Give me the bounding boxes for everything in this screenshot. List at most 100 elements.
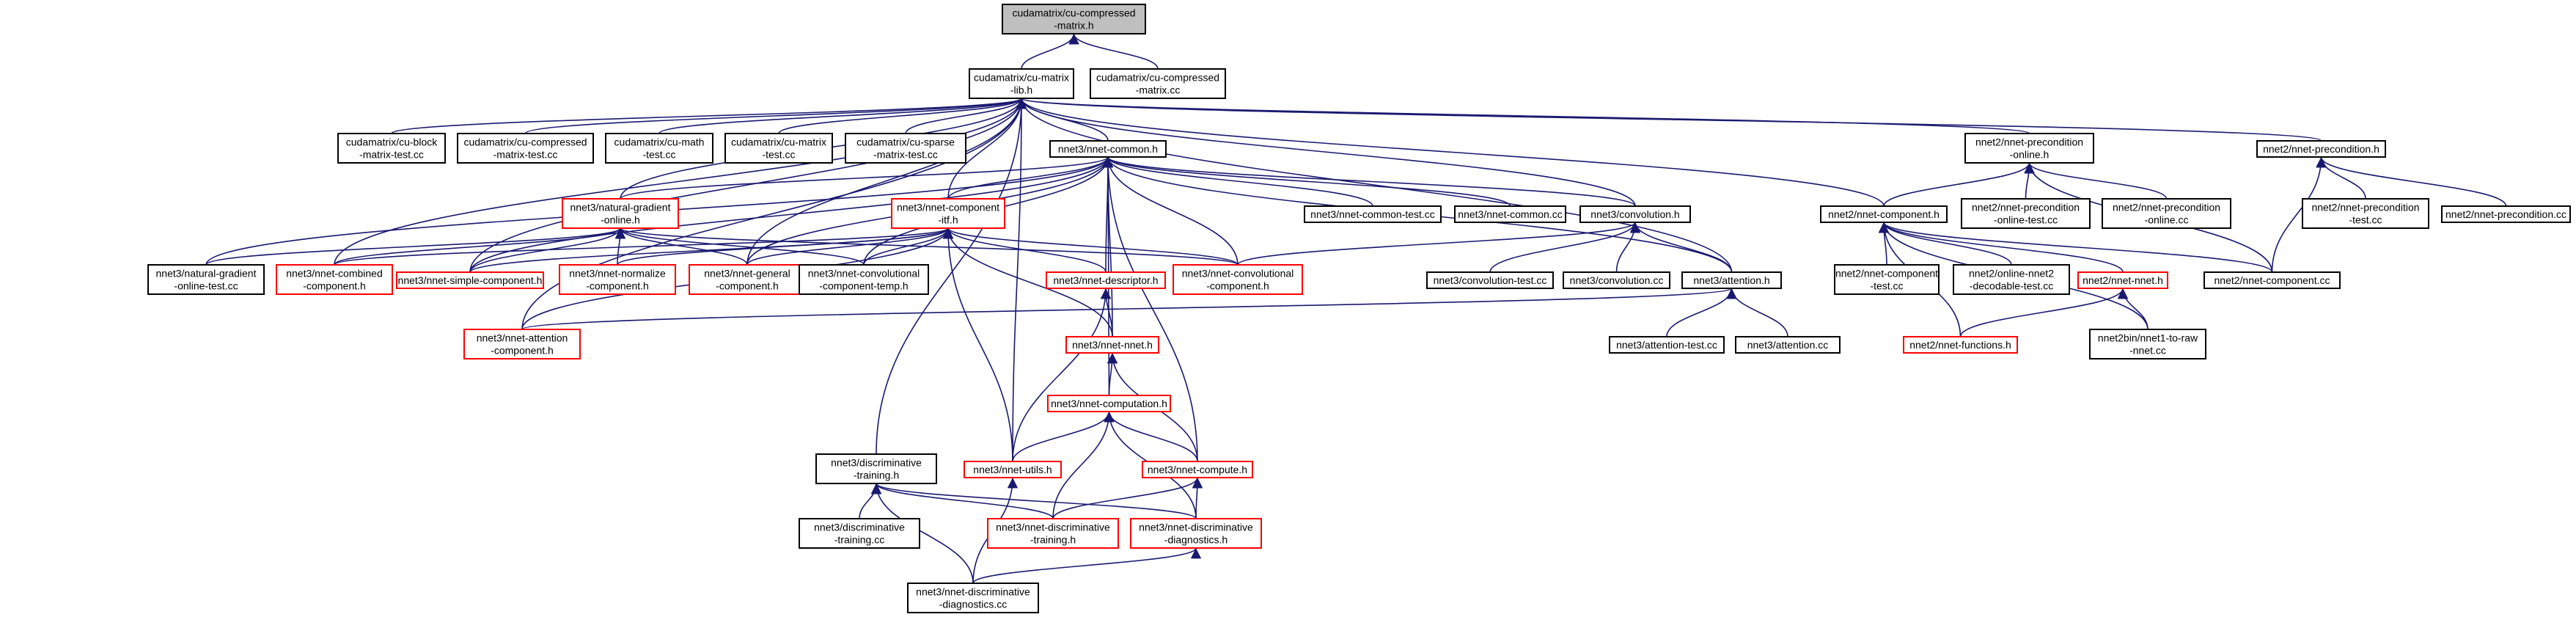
- edge-line: [1012, 288, 1112, 462]
- file-node-n3-ngo[interactable]: nnet3/natural-gradient-online.h: [562, 198, 679, 229]
- file-node-n2-pre-online-cc[interactable]: nnet2/nnet-precondition-online.cc: [2102, 198, 2231, 229]
- file-node-n3-ngo-test[interactable]: nnet3/natural-gradient-online-test.cc: [147, 264, 265, 295]
- edge-line: [1726, 288, 1788, 337]
- file-node-n2-comp-test[interactable]: nnet2/nnet-component-test.cc: [1834, 264, 1940, 295]
- file-node-n3-common-cc[interactable]: nnet3/nnet-common.cc: [1454, 205, 1566, 223]
- file-node-n3-general[interactable]: nnet3/nnet-general-component.h: [689, 264, 806, 295]
- node-box: [1579, 205, 1691, 223]
- edge-line: [1192, 477, 1203, 519]
- edge-line: [1052, 477, 1203, 519]
- file-node-n2-pre-test[interactable]: nnet2/nnet-precondition-test.cc: [2302, 198, 2429, 229]
- edge-line: [1878, 222, 2124, 273]
- file-node-n2-online-test[interactable]: nnet2/online-nnet2-decodable-test.cc: [1953, 264, 2070, 295]
- file-node-n3-comp-itf[interactable]: nnet3/nnet-component-itf.h: [891, 198, 1005, 229]
- file-node-n3-disc-training-cc[interactable]: nnet3/discriminative-training.cc: [799, 518, 920, 549]
- edge-line: [2271, 156, 2327, 273]
- file-node-n2-functions[interactable]: nnet2/nnet-functions.h: [1903, 336, 2018, 354]
- include-edge-n3-utils-to-n3-comp-itf: [942, 227, 1013, 462]
- node-box: [964, 461, 1062, 478]
- node-label-line: -matrix.cc: [1136, 84, 1181, 96]
- file-node-n2-pre-online[interactable]: nnet2/nnet-precondition-online.h: [1964, 133, 2094, 164]
- file-node-n3-common-h[interactable]: nnet3/nnet-common.h: [1049, 140, 1167, 158]
- file-node-n3-common-test[interactable]: nnet3/nnet-common-test.cc: [1304, 205, 1442, 223]
- node-label-line: -online.h: [601, 214, 640, 226]
- node-box: [2089, 329, 2206, 359]
- edge-line: [2024, 162, 2035, 200]
- file-node-n3-normalize[interactable]: nnet3/nnet-normalize-component.h: [559, 264, 676, 295]
- file-node-cmat-test[interactable]: cudamatrix/cu-matrix-test.cc: [724, 133, 833, 164]
- include-edge-n3-combined-to-cm-lib: [334, 98, 1027, 266]
- file-node-n3-nnet-disc-training[interactable]: nnet3/nnet-discriminative-training.h: [987, 518, 1119, 549]
- include-edge-n2-comp-h-to-cm-lib: [1016, 98, 1885, 207]
- file-node-n3-nnet-disc-diag-cc[interactable]: nnet3/nnet-discriminative-diagnostics.cc: [907, 583, 1039, 613]
- include-edge-n3-att-test-to-n3-attention-h: [1666, 288, 1737, 337]
- node-box: [907, 583, 1039, 613]
- file-node-n3-conv-cc[interactable]: nnet3/convolution.cc: [1563, 271, 1670, 289]
- file-node-n3-nnet-disc-diag[interactable]: nnet3/nnet-discriminative-diagnostics.h: [1130, 518, 1262, 549]
- file-node-csp-test[interactable]: cudamatrix/cu-sparse-matrix-test.cc: [845, 133, 966, 164]
- file-node-n3-conv-temp[interactable]: nnet3/nnet-convolutional-component-temp.…: [799, 264, 929, 295]
- edge-line: [521, 288, 1736, 330]
- file-node-cmath-test[interactable]: cudamatrix/cu-math-test.cc: [605, 133, 713, 164]
- file-node-n3-attention-h[interactable]: nnet3/attention.h: [1681, 271, 1782, 289]
- file-node-n3-combined[interactable]: nnet3/nnet-combined-component.h: [276, 264, 393, 295]
- file-node-n2-pre-h[interactable]: nnet2/nnet-precondition.h: [2256, 140, 2386, 158]
- file-node-n3-utils[interactable]: nnet3/nnet-utils.h: [964, 461, 1062, 478]
- edge-line: [746, 227, 954, 266]
- edge-line: [871, 483, 1197, 519]
- edge-line: [1102, 156, 1239, 266]
- node-label-line: -matrix.h: [1054, 20, 1093, 32]
- file-node-cm-lib[interactable]: cudamatrix/cu-matrix-lib.h: [969, 68, 1074, 99]
- file-node-n3-computation[interactable]: nnet3/nnet-computation.h: [1047, 395, 1171, 412]
- file-node-cm-cc[interactable]: cudamatrix/cu-compressed-matrix.cc: [1090, 68, 1226, 99]
- node-box: [1002, 4, 1146, 34]
- edge-line: [615, 227, 865, 266]
- file-node-n3-convolutional[interactable]: nnet3/nnet-convolutional-component.h: [1173, 264, 1303, 295]
- include-edge-n3-general-to-n3-comp-itf: [746, 227, 954, 266]
- edge-line: [1237, 222, 1640, 266]
- file-node-n3-simple[interactable]: nnet3/nnet-simple-component.h: [396, 271, 544, 289]
- file-node-n2bin-raw[interactable]: nnet2bin/nnet1-to-raw-nnet.cc: [2089, 329, 2206, 359]
- file-node-n3-nnet-h[interactable]: nnet3/nnet-nnet.h: [1065, 336, 1159, 354]
- node-box: [1735, 336, 1841, 354]
- include-edge-n3-attention-h-to-cm-lib: [1016, 98, 1733, 273]
- file-node-n3-disc-training-h[interactable]: nnet3/discriminative-training.h: [815, 453, 937, 484]
- include-edge-n2-comp-h-to-n2-pre-online: [1883, 162, 2035, 207]
- include-edge-n3-simple-to-cm-lib: [469, 98, 1027, 273]
- node-layer: cudamatrix/cu-compressed-matrix.hcudamat…: [147, 4, 2571, 613]
- node-label-line: cudamatrix/cu-sparse: [856, 136, 955, 148]
- file-node-n3-conv-test[interactable]: nnet3/convolution-test.cc: [1426, 271, 1554, 289]
- node-label-line: -test.cc: [762, 149, 795, 161]
- edge-line: [1016, 98, 1885, 207]
- edge-line: [391, 98, 1027, 134]
- include-edge-n3-comp-itf-to-n3-common-h: [947, 156, 1114, 200]
- include-edge-n3-utils-to-n3-descriptor: [1012, 288, 1112, 462]
- node-label-line: -matrix-test.cc: [359, 149, 424, 161]
- node-label-line: cudamatrix/cu-matrix: [974, 72, 1069, 84]
- file-node-cb-test[interactable]: cudamatrix/cu-block-matrix-test.cc: [337, 133, 446, 164]
- file-node-n2-pre-online-test[interactable]: nnet2/nnet-precondition-online-test.cc: [1961, 198, 2091, 229]
- node-label-line: nnet3/nnet-discriminative: [1139, 522, 1253, 533]
- file-node-n2-comp-cc[interactable]: nnet2/nnet-component.cc: [2203, 271, 2341, 289]
- file-node-n3-att-comp[interactable]: nnet3/nnet-attention-component.h: [463, 329, 581, 359]
- edge-line: [778, 98, 1027, 134]
- node-label-line: nnet3/nnet-descriptor.h: [1053, 274, 1158, 286]
- file-node-n2-pre-cc[interactable]: nnet2/nnet-precondition.cc: [2441, 205, 2571, 223]
- file-node-n3-descriptor[interactable]: nnet3/nnet-descriptor.h: [1046, 271, 1166, 289]
- node-label-line: nnet2/nnet-nnet.h: [2083, 274, 2163, 286]
- include-edge-n3-nnet-disc-diag-cc-to-n3-nnet-disc-diag: [972, 547, 1201, 584]
- include-edge-n3-nnet-disc-training-to-n3-compute: [1052, 477, 1203, 519]
- file-node-n3-att-test[interactable]: nnet3/attention-test.cc: [1609, 336, 1725, 354]
- file-node-n3-conv-h[interactable]: nnet3/convolution.h: [1579, 205, 1691, 223]
- node-label-line: -online.cc: [2145, 214, 2189, 226]
- node-box: [1609, 336, 1725, 354]
- node-label-line: nnet3/discriminative: [831, 457, 922, 469]
- node-label-line: -online-test.cc: [174, 280, 238, 292]
- file-node-n3-compute[interactable]: nnet3/nnet-compute.h: [1142, 461, 1253, 478]
- file-node-n3-att-cc[interactable]: nnet3/attention.cc: [1735, 336, 1841, 354]
- file-node-ccm-test[interactable]: cudamatrix/cu-compressed-matrix-test.cc: [457, 133, 594, 164]
- include-edge-n3-compute-to-n3-computation: [1104, 411, 1198, 462]
- file-node-n2-nnet-h[interactable]: nnet2/nnet-nnet.h: [2077, 271, 2168, 289]
- file-node-n2-comp-h[interactable]: nnet2/nnet-component.h: [1820, 205, 1948, 223]
- include-edge-n3-convolutional-to-n3-common-h: [1102, 156, 1239, 266]
